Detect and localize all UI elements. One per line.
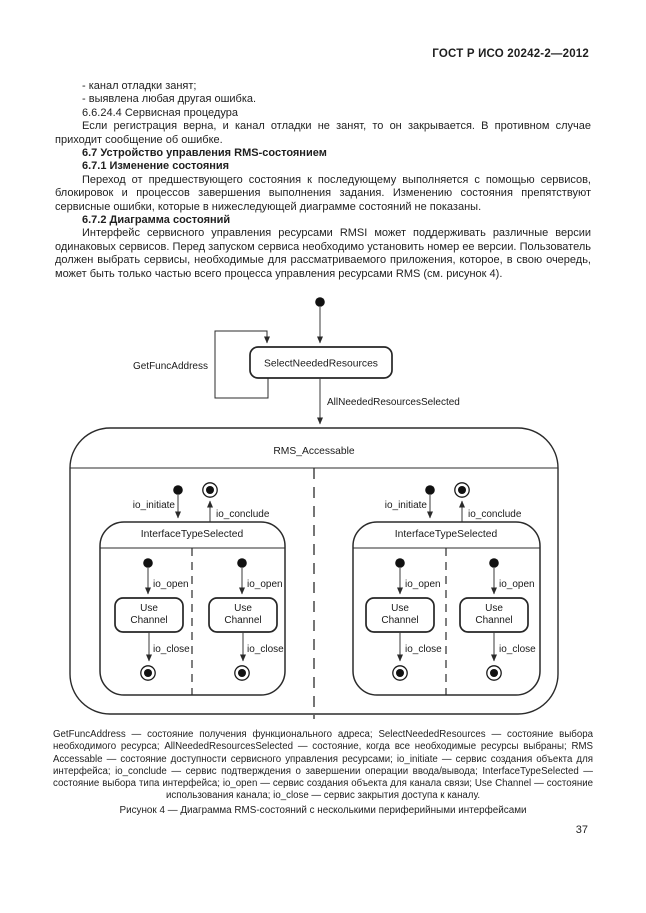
state-label: Use — [391, 603, 409, 614]
standard-code-header: ГОСТ Р ИСО 20242-2—2012 — [432, 48, 589, 60]
final-state-icon-core — [490, 669, 498, 677]
channel-subregion: io_open Use Channel io_close — [208, 558, 284, 681]
transition-label-io-close: io_close — [247, 644, 284, 655]
final-state-icon-core — [144, 669, 152, 677]
channel-subregion: io_open Use Channel io_close — [459, 558, 536, 681]
channel-subregion: io_open Use Channel io_close — [365, 558, 442, 681]
final-state-icon-core — [458, 486, 466, 494]
rms-state-diagram: GetFuncAddress SelectNeededResources All… — [69, 297, 559, 719]
state-label: Channel — [224, 615, 261, 626]
subsection-heading: 6.7.1 Изменение состояния — [82, 160, 230, 173]
transition-label-io-initiate: io_initiate — [385, 500, 428, 511]
state-label: Use — [140, 603, 158, 614]
state-label: Channel — [475, 615, 512, 626]
transition-label-get-func-address: GetFuncAddress — [133, 361, 208, 372]
initial-state-icon — [395, 558, 405, 568]
transition-label-io-close: io_close — [153, 644, 190, 655]
transition-label-io-open: io_open — [247, 579, 283, 590]
body-text: - канал отладки занят; - выявлена любая … — [55, 80, 591, 281]
initial-state-icon — [173, 485, 183, 495]
initial-state-icon — [237, 558, 247, 568]
list-item: - канал отладки занят; — [82, 80, 197, 92]
state-label: InterfaceTypeSelected — [141, 529, 244, 540]
region-left: io_initiate io_conclude InterfaceTypeSel… — [99, 482, 286, 696]
transition-label-io-open: io_open — [499, 579, 535, 590]
state-label: RMS_Accessable — [273, 446, 355, 457]
transition-label-io-conclude: io_conclude — [216, 509, 270, 520]
figure-legend: GetFuncAddress — состояние получения фун… — [53, 729, 593, 802]
final-state-icon-core — [396, 669, 404, 677]
list-item: - выявлена любая другая ошибка. — [82, 93, 257, 106]
channel-subregion: io_open Use Channel io_close — [114, 558, 190, 681]
transition-label-io-close: io_close — [499, 644, 536, 655]
transition-label-io-initiate: io_initiate — [133, 500, 176, 511]
clause-heading: 6.6.24.4 Сервисная процедура — [82, 106, 238, 119]
self-transition-path — [214, 330, 270, 399]
state-label: Use — [485, 603, 503, 614]
section-heading: 6.7 Устройство управления RMS-состоянием — [82, 147, 327, 160]
paragraph: Если регистрация верна, и канал отладки … — [55, 120, 591, 146]
initial-state-icon — [143, 558, 153, 568]
state-label: SelectNeededResources — [264, 359, 378, 370]
final-state-icon-core — [206, 486, 214, 494]
state-label: Channel — [130, 615, 167, 626]
initial-state-icon — [425, 485, 435, 495]
region-right: io_initiate io_conclude InterfaceTypeSel… — [352, 482, 541, 696]
initial-state-icon — [489, 558, 499, 568]
transition-label-io-open: io_open — [153, 579, 189, 590]
state-select-needed-resources — [249, 346, 393, 379]
final-state-icon-core — [238, 669, 246, 677]
paragraph: Интерфейс сервисного управления ресурсам… — [55, 227, 591, 280]
state-label: InterfaceTypeSelected — [395, 529, 498, 540]
transition-label-io-conclude: io_conclude — [468, 509, 522, 520]
transition-label-all-needed-resources-selected: AllNeededResourcesSelected — [327, 397, 460, 408]
transition-label-io-close: io_close — [405, 644, 442, 655]
initial-state-icon — [315, 297, 325, 307]
transition-label-io-open: io_open — [405, 579, 441, 590]
page-number: 37 — [575, 824, 588, 836]
paragraph: Переход от предшествующего состояния к п… — [55, 173, 591, 213]
figure-caption: Рисунок 4 — Диаграмма RMS-состояний с не… — [119, 805, 527, 816]
subsection-heading: 6.7.2 Диаграмма состояний — [82, 214, 231, 227]
state-label: Use — [234, 603, 252, 614]
state-label: Channel — [381, 615, 418, 626]
